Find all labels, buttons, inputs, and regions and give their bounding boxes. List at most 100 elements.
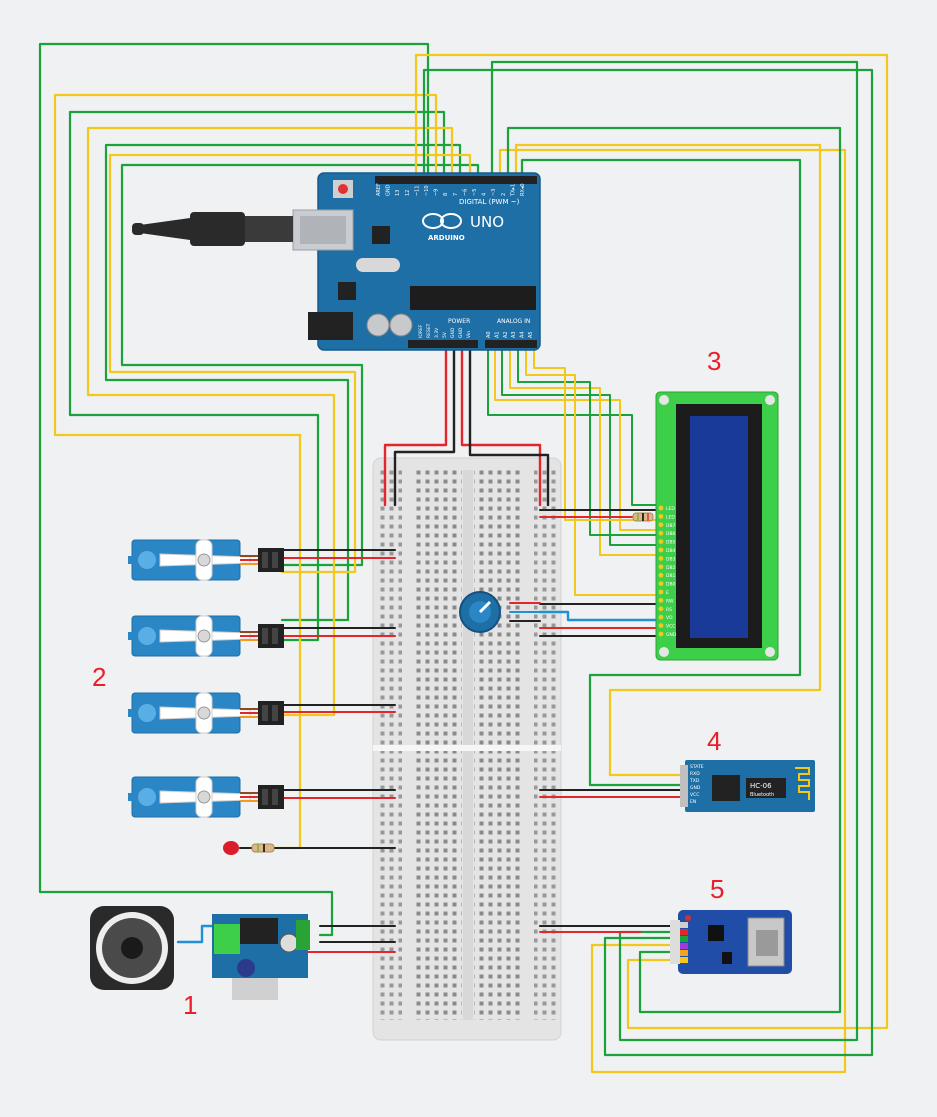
lcd-pin <box>658 581 664 586</box>
digital-pin-label: 7 <box>453 193 459 196</box>
wire-layer <box>38 42 889 1074</box>
analog-pin-label: A0 <box>486 331 492 338</box>
power-pin-label: 3.3V <box>434 327 440 338</box>
lcd-pin <box>658 614 664 620</box>
lcd-pin-label: LED <box>666 514 675 520</box>
analog-pin-label: A5 <box>528 331 534 338</box>
bluetooth-sub: Bluetooth <box>750 792 774 798</box>
speaker <box>90 906 174 990</box>
servo-motor <box>128 692 284 734</box>
lcd-pin-label: DB2 <box>666 565 676 571</box>
power-pin-label: IOREF <box>418 324 424 338</box>
module-power-wires <box>539 789 681 933</box>
lcd-pin-label: VO <box>666 615 673 621</box>
lcd-pin <box>658 556 664 561</box>
sd-card-module <box>670 910 792 974</box>
amplifier-module <box>212 914 310 1000</box>
lcd-pin-label: DB5 <box>666 540 676 546</box>
led-indicator <box>223 841 275 855</box>
digital-pin-label: ~3 <box>491 189 497 196</box>
label-sd-module: 5 <box>710 874 724 904</box>
sd-pins <box>680 922 688 963</box>
servo-power-wires <box>239 549 396 953</box>
lcd-pin <box>658 623 664 628</box>
green-wires-left <box>38 42 480 937</box>
sd-pin <box>680 957 688 963</box>
lcd-pin-label: GND <box>666 632 677 638</box>
digital-pin-label: 8 <box>443 193 449 196</box>
digital-pin-label: AREF <box>376 183 382 196</box>
bluetooth-pin-label: GND <box>690 785 701 791</box>
digital-pin-label: ~9 <box>434 189 440 196</box>
power-pin-label: GND <box>458 327 464 338</box>
power-pin-label: 5V <box>442 331 448 338</box>
digital-pin-label: GND <box>386 184 392 196</box>
arduino-brand: ARDUINO <box>428 234 465 242</box>
lcd-data-wires <box>487 344 661 596</box>
label-lcd: 3 <box>707 346 721 376</box>
lcd-pin <box>658 547 664 553</box>
bluetooth-pin-label: TXD <box>689 778 700 784</box>
lcd-pin-label: RS <box>666 607 672 613</box>
digital-pin-label: ~5 <box>472 189 478 196</box>
power-header: POWER <box>448 318 470 325</box>
lcd-pin <box>658 631 664 637</box>
breadboard <box>372 457 562 1041</box>
servo-motor <box>128 776 284 818</box>
lcd-pin-label: DB0 <box>666 582 676 588</box>
servo-motor <box>128 539 284 581</box>
lcd-pin <box>658 522 664 528</box>
lcd-pin-label: DB7 <box>666 523 676 529</box>
lcd-pin <box>658 572 664 578</box>
label-bluetooth: 4 <box>707 726 721 756</box>
pot-wires <box>509 602 541 622</box>
bluetooth-pin-label: VCC <box>690 792 699 798</box>
lcd-display: LEDLEDDB7DB6DB5DB4DB3DB2DB1DB0ERWRSVOVCC… <box>655 391 779 661</box>
potentiometer <box>459 591 501 633</box>
lcd-pin <box>658 539 664 544</box>
lcd-pin-label: DB3 <box>666 556 676 562</box>
digital-pin-label: ~6 <box>462 189 468 196</box>
digital-header: DIGITAL (PWM ~) <box>459 198 520 206</box>
lcd-pin <box>658 589 664 595</box>
lcd-pin <box>658 530 664 536</box>
analog-pin-label: A1 <box>494 331 500 338</box>
power-wires <box>383 343 550 507</box>
lcd-pin-labels: LEDLEDDB7DB6DB5DB4DB3DB2DB1DB0ERWRSVOVCC… <box>658 505 677 638</box>
lcd-pin-label: DB4 <box>666 548 676 554</box>
digital-pin-label: ~10 <box>424 185 430 196</box>
component-labels: 1 2 3 4 5 <box>92 346 724 1020</box>
speaker-wire <box>176 924 222 944</box>
digital-pin-label: 2 <box>501 193 507 196</box>
lcd-resistor <box>632 512 654 522</box>
analog-pin-label: A4 <box>520 331 526 338</box>
analog-pin-label: A2 <box>503 331 509 338</box>
bluetooth-pin-label: EN <box>690 799 696 805</box>
lcd-power-wires <box>538 509 662 637</box>
servo-motor <box>128 615 284 657</box>
analog-pin-label: A3 <box>511 331 517 338</box>
label-servos: 2 <box>92 662 106 692</box>
lcd-pin-label: E <box>666 590 669 596</box>
usb-cable <box>132 212 293 246</box>
lcd-pin <box>658 564 664 570</box>
sd-pin <box>680 922 688 928</box>
yellow-wires-right <box>414 53 889 1074</box>
power-pin-label: GND <box>450 327 456 338</box>
digital-pin-label: RX◂0 <box>520 183 526 196</box>
bluetooth-pin-label: STATE <box>690 764 704 770</box>
lcd-pin-label: RW <box>666 598 674 604</box>
power-pin-label: RESET <box>426 323 432 338</box>
lcd-pin-label: DB1 <box>666 573 676 579</box>
lcd-pin <box>658 598 664 603</box>
digital-pin-label: 12 <box>405 190 411 196</box>
lcd-pin-label: DB6 <box>666 531 676 537</box>
sd-pin <box>680 943 688 949</box>
sd-pin <box>680 936 688 942</box>
arduino-uno: UNO ARDUINO DIGITAL (PWM ~) POWER ANALOG… <box>292 172 541 351</box>
